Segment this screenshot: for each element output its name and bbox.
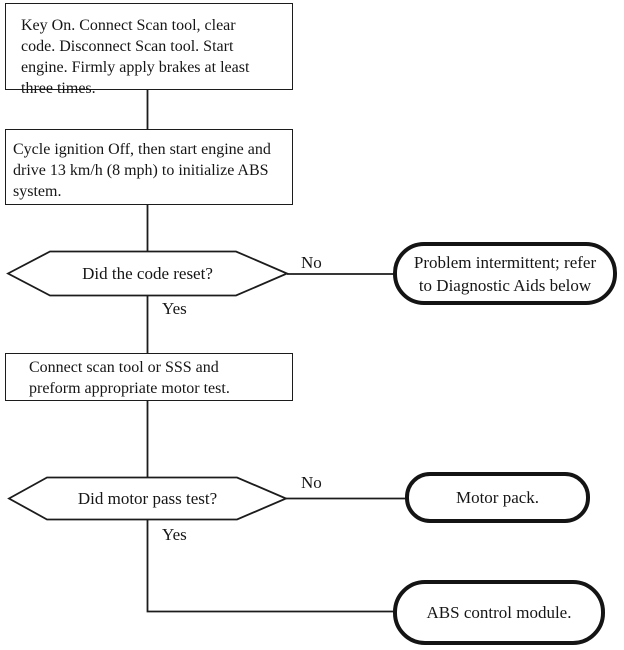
process-box-connect-scan-tool: Connect scan tool or SSS and preform app…: [5, 353, 293, 401]
terminal-problem-intermittent: Problem intermittent; refer to Diagnosti…: [393, 242, 617, 305]
process-text-line: preform appropriate motor test.: [29, 380, 230, 397]
no-label-decision2: No: [301, 473, 322, 492]
process-text-line: drive 13 km/h (8 mph) to initialize ABS: [13, 162, 269, 179]
decision-label-motor-pass: Did motor pass test?: [77, 488, 218, 508]
terminal-text-line: Problem intermittent; refer: [413, 252, 597, 272]
decision-label-code-reset: Did the code reset?: [82, 263, 213, 283]
process-text-line: engine. Firmly apply brakes at least: [21, 59, 250, 76]
terminal-text-line: Motor pack.: [455, 488, 540, 507]
decision-hexagon-code-reset: [6, 250, 290, 297]
terminal-motor-pack: Motor pack.: [405, 472, 590, 523]
connector-decision2-terminal3: [146, 519, 395, 613]
process-box-key-on: Key On. Connect Scan tool, clear code. D…: [5, 3, 293, 97]
process-text-line: Cycle ignition Off, then start engine an…: [13, 141, 271, 158]
terminal-text-line: ABS control module.: [426, 603, 572, 622]
yes-label-decision1: Yes: [162, 299, 187, 318]
process-text-line: three times.: [21, 80, 96, 97]
process-text-line: system.: [13, 183, 62, 200]
no-label-decision1: No: [301, 253, 322, 272]
terminal-abs-control-module: ABS control module.: [393, 580, 605, 645]
process-text-line: Connect scan tool or SSS and: [29, 359, 219, 376]
process-box-cycle-ignition: Cycle ignition Off, then start engine an…: [5, 129, 293, 205]
decision-hexagon-motor-pass: [7, 476, 289, 521]
yes-label-decision2: Yes: [162, 525, 187, 544]
terminal-text-line: to Diagnostic Aids below: [418, 275, 592, 295]
process-text-line: Key On. Connect Scan tool, clear: [21, 17, 236, 34]
process-text-line: code. Disconnect Scan tool. Start: [21, 38, 234, 55]
